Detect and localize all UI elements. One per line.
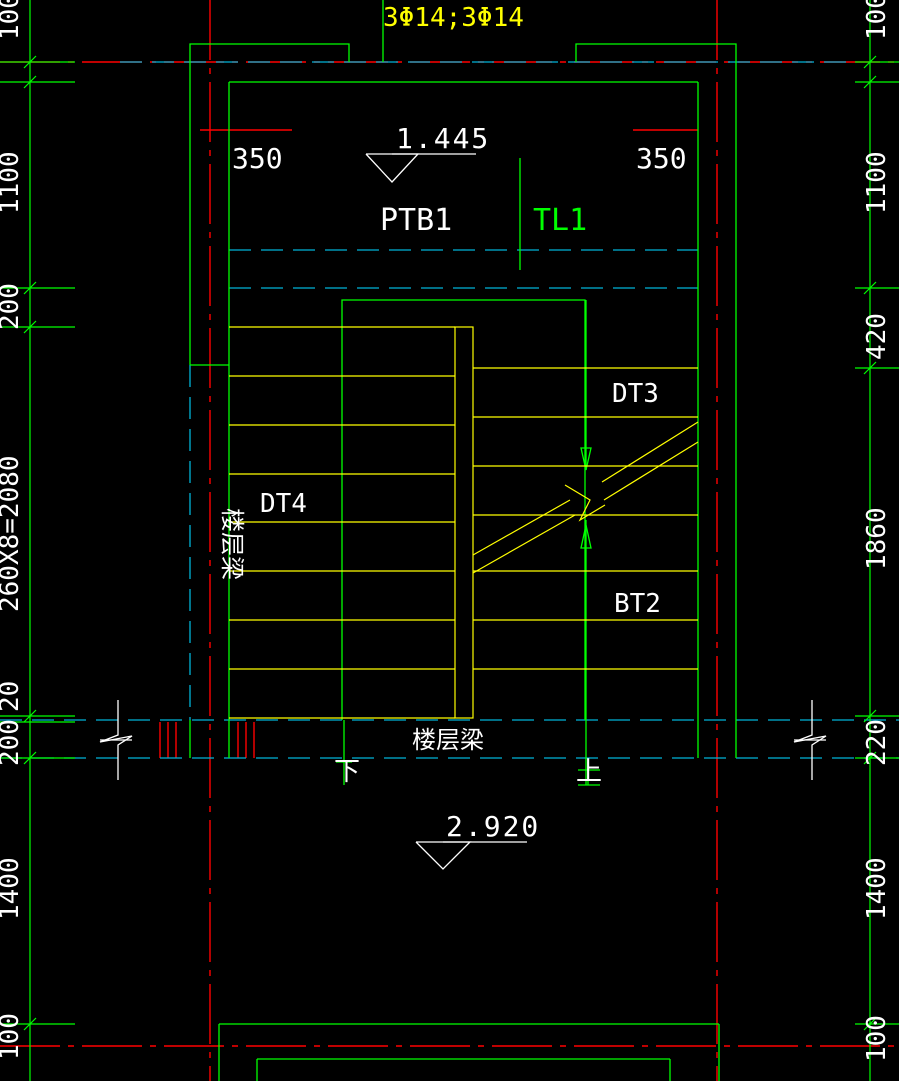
right-dim-100-top: 100 (862, 0, 892, 40)
elevation-bottom-label: 2.920 (446, 810, 540, 843)
left-dim-1100: 1100 (0, 151, 25, 214)
dt4-label: DT4 (260, 489, 307, 519)
elevation-marker-bottom (415, 841, 527, 870)
dim-350-right: 350 (636, 142, 687, 175)
right-dim-1860: 1860 (862, 507, 892, 570)
right-dimension-lines (855, 0, 899, 1081)
bt2-label: BT2 (614, 589, 661, 619)
right-dim-1400: 1400 (862, 857, 892, 920)
left-dim-stair: 260X8=2080 (0, 455, 25, 612)
left-dim-20: 20 (0, 681, 25, 712)
top-rebar-note: 3Φ14;3Φ14 (383, 3, 524, 33)
dim-350-left: 350 (232, 142, 283, 175)
left-dim-200: 200 (0, 283, 25, 330)
left-dim-200b: 200 (0, 719, 25, 766)
left-dimension-texts: 100 1100 200 260X8=2080 20 200 1400 100 (0, 0, 25, 1060)
stair-treads (229, 326, 699, 719)
dt3-label: DT3 (612, 379, 659, 409)
right-dim-420: 420 (862, 313, 892, 360)
right-dim-1100: 1100 (862, 151, 892, 214)
cyan-hidden-lines (0, 61, 899, 759)
ptb1-label: PTB1 (380, 203, 452, 238)
right-dim-220: 220 (862, 719, 892, 766)
down-label: 下 (334, 757, 360, 787)
elevation-top-label: 1.445 (396, 122, 490, 155)
floor-beam-label-left: 楼层梁 (218, 508, 246, 580)
floor-beam-label-bottom: 楼层梁 (412, 726, 484, 754)
break-lines (99, 700, 827, 780)
left-dimension-lines (0, 0, 75, 1081)
left-dim-1400: 1400 (0, 857, 25, 920)
left-dim-100-bottom: 100 (0, 1013, 25, 1060)
up-label: 上 (576, 757, 602, 787)
right-dimension-texts: 100 1100 420 1860 220 1400 100 (862, 0, 892, 1062)
left-dim-100-top: 100 (0, 0, 25, 40)
tl1-label: TL1 (533, 203, 587, 238)
elevation-marker-top (365, 153, 476, 183)
right-dim-100-bottom: 100 (862, 1015, 892, 1062)
